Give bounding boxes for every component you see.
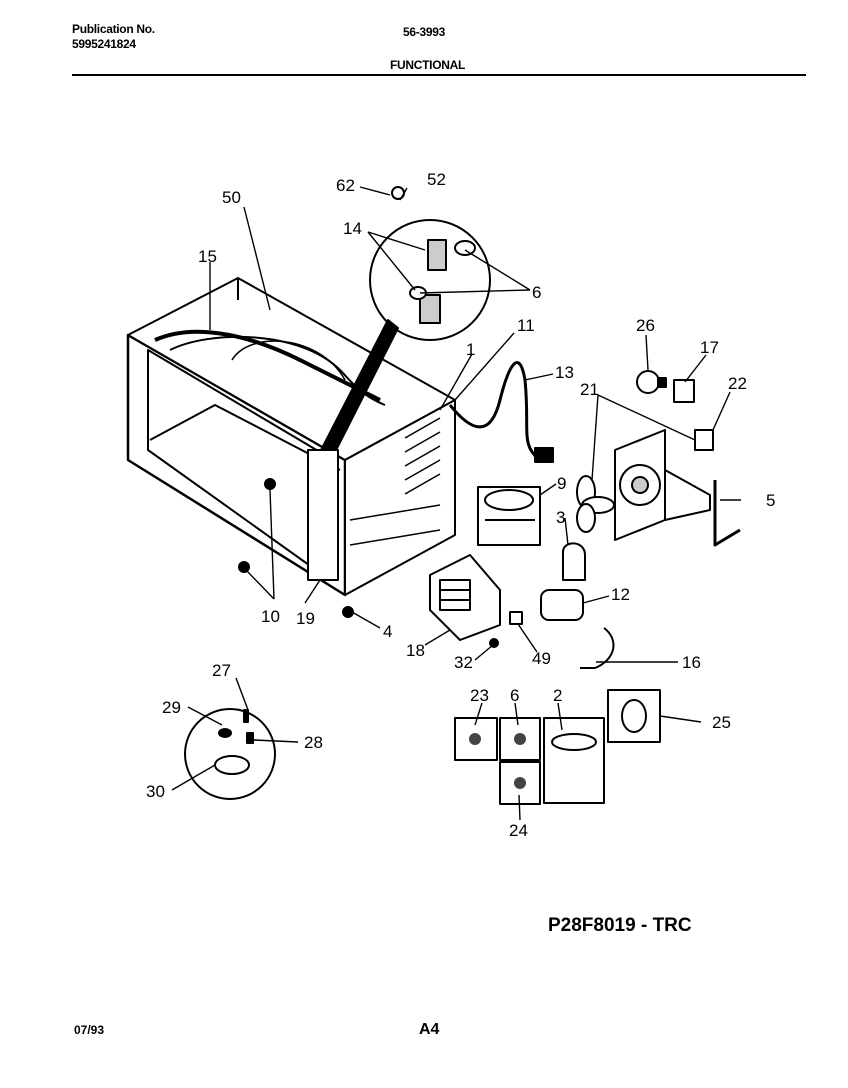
fan-motor-bracket [614,429,711,541]
publication-label: Publication No. [72,22,155,36]
callout-2: 2 [553,686,562,705]
lamp-socket [673,379,695,403]
callout-21: 21 [580,380,599,399]
callout-3: 3 [556,508,565,527]
callout-24: 24 [509,821,528,840]
callout-52: 52 [427,170,446,189]
callout-27: 27 [212,661,231,680]
screw-upper [264,478,276,490]
fan-blade [576,475,615,533]
callout-9: 9 [557,474,566,493]
magnetron [477,486,541,546]
callout-19: 19 [296,609,315,628]
leader-lines [171,186,741,821]
callout-1: 1 [466,340,475,359]
callout-32: 32 [454,653,473,672]
capacitor-bracket [562,542,586,581]
revision-date: 07/93 [74,1023,105,1037]
model-code: 56-3993 [403,25,445,39]
callout-23: 23 [470,686,489,705]
screw-lower [238,561,250,573]
callout-4: 4 [383,622,392,641]
thermal-fuse-detail-circle [184,708,276,800]
interlock-switch-lower [419,294,441,324]
foot [342,606,354,618]
thermal-cutout [694,429,714,451]
interlock-switch-detail-circle [369,219,491,341]
model-designation: P28F8019 - TRC [548,915,692,936]
diode-clip [509,611,523,625]
callout-50: 50 [222,188,241,207]
callout-28: 28 [304,733,323,752]
panel-2 [543,717,605,804]
callout-13: 13 [555,363,574,382]
capacitor [540,589,584,621]
callout-30: 30 [146,782,165,801]
callout-6a: 6 [532,283,541,302]
callout-17: 17 [700,338,719,357]
callout-22: 22 [728,374,747,393]
callout-10: 10 [261,607,280,626]
callout-18: 18 [406,641,425,660]
cavity-vent-grid [404,417,441,495]
latch-plate [307,449,339,581]
power-plug [534,447,554,463]
publication-number: 5995241824 [72,37,136,51]
callout-25: 25 [712,713,731,732]
interlock-switch-upper [427,239,447,271]
callout-49: 49 [532,649,551,668]
high-voltage-diode [580,627,615,669]
callout-12: 12 [611,585,630,604]
callout-6b: 6 [510,686,519,705]
page-number: A4 [419,1021,440,1038]
section-title: FUNCTIONAL [390,58,465,72]
lamp-bulb [636,370,667,394]
power-cord [448,361,541,462]
callout-62: 62 [336,176,355,195]
mounting-bar [713,480,741,547]
oven-cavity-housing [126,277,456,597]
callout-14: 14 [343,219,362,238]
callout-29: 29 [162,698,181,717]
callout-16: 16 [682,653,701,672]
callout-26: 26 [636,316,655,335]
high-voltage-transformer [429,554,501,641]
callout-5: 5 [766,491,775,510]
header-rule [72,74,806,76]
callout-11: 11 [517,316,535,335]
callout-15: 15 [198,247,217,266]
